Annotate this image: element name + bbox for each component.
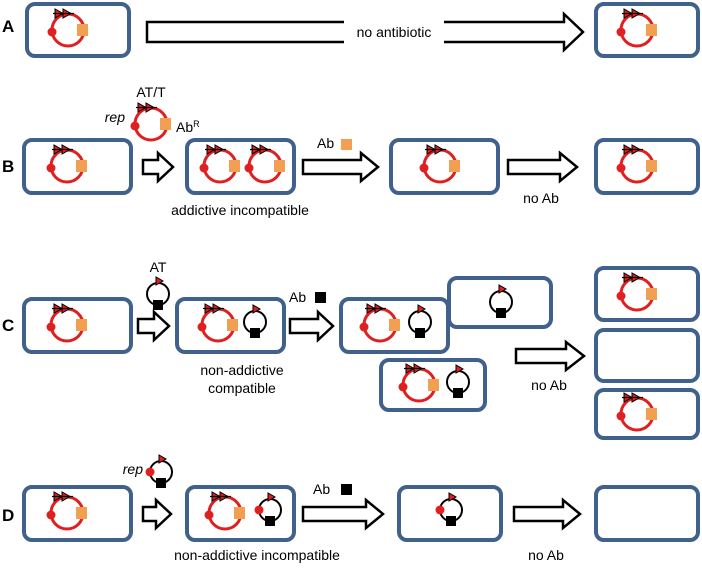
row-b-label-att: AT/T [136, 84, 166, 100]
row-d-cell-3 [397, 485, 503, 542]
row-a-note: no antibiotic [357, 24, 432, 40]
row-d-no-ab: no Ab [528, 547, 564, 563]
row-b-no-ab: no Ab [523, 190, 559, 206]
row-b-label-rep: rep [105, 109, 125, 125]
row-d-cell-4 [594, 485, 700, 542]
row-b-step-ab: Ab [317, 135, 334, 151]
row-c-caption-2: compatible [208, 380, 276, 396]
row-a-arrow-gap [344, 20, 444, 46]
row-c-free-plasmid [146, 276, 170, 311]
row-b-cell-3 [389, 138, 500, 195]
row-c-at-label: AT [150, 259, 167, 275]
row-b-free-plasmid [129, 101, 173, 142]
row-b-arrow-2 [301, 150, 380, 184]
row-a-label: A [2, 17, 14, 36]
row-c-step-ab: Ab [289, 289, 306, 305]
row-c-label: C [2, 316, 14, 335]
row-d-free-plasmid [144, 454, 173, 489]
row-c-arrow-2 [288, 309, 335, 343]
row-b-arrow-3 [506, 150, 579, 184]
row-b-caption: addictive incompatible [171, 202, 309, 218]
row-c-caption-1: non-addictive [200, 362, 283, 378]
row-b-label: B [2, 157, 14, 176]
row-d-caption: non-addictive incompatible [174, 547, 340, 563]
row-d-arrow-2 [301, 497, 385, 531]
row-d-arrow-3 [512, 497, 582, 531]
row-d-step-ab: Ab [313, 481, 330, 497]
row-b-arrow-1 [141, 150, 175, 184]
row-b-label-ab: AbR [176, 119, 200, 135]
row-c-no-ab: no Ab [531, 377, 567, 393]
row-d-rep-label: rep [123, 461, 143, 477]
row-c-arrow-3 [514, 339, 587, 373]
row-d-label: D [2, 506, 14, 525]
row-c-result-middle [594, 328, 700, 383]
row-c-cell-4 [447, 276, 553, 329]
row-d-arrow-1 [141, 497, 173, 531]
row-c-arrow-1 [136, 309, 171, 343]
row-b-ab-marker [341, 139, 352, 150]
row-c-ab-marker [315, 292, 326, 303]
row-d-ab-marker [341, 484, 352, 495]
